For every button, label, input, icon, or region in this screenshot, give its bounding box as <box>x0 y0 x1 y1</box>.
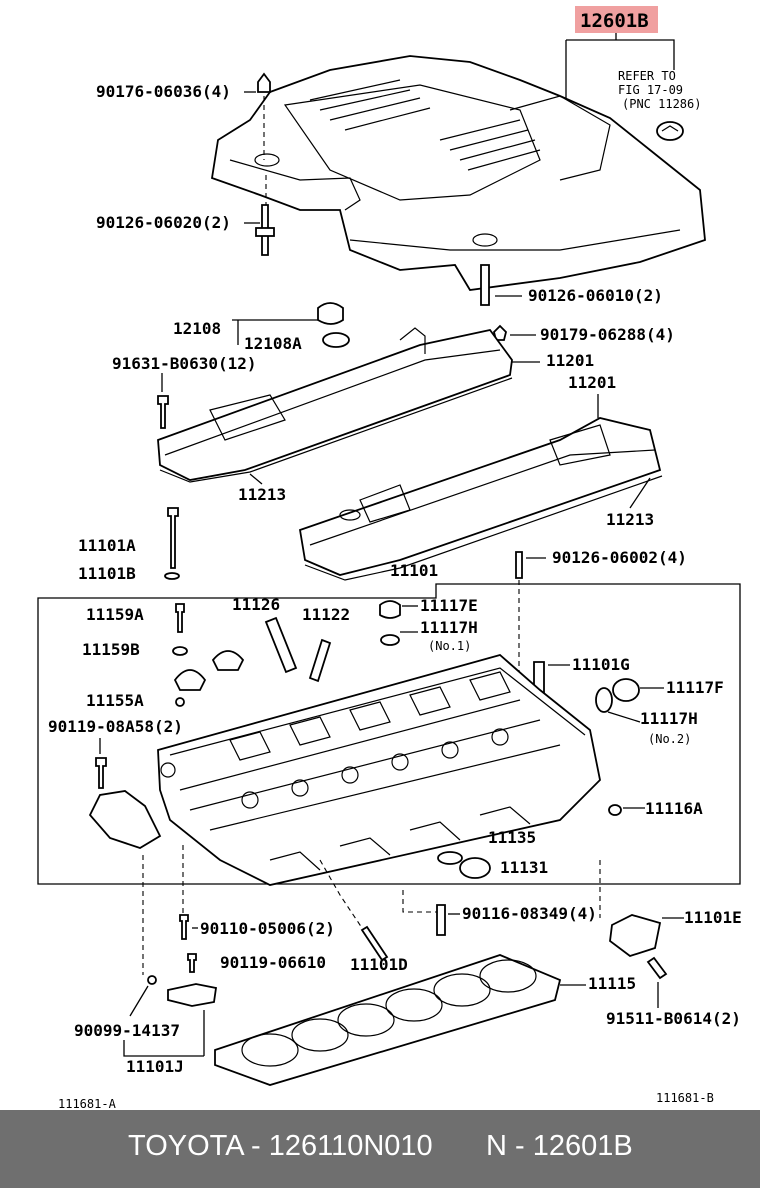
label-90126-06002[interactable]: 90126-06002(4) <box>552 548 687 567</box>
pin-11101d-icon <box>360 925 389 962</box>
label-90099-14137[interactable]: 90099-14137 <box>74 1021 180 1040</box>
stud-90126-06002-icon <box>515 551 523 579</box>
engine-cover-drawing <box>210 55 706 291</box>
sensor-11101e-icon <box>609 914 662 957</box>
label-12601b[interactable]: 12601B <box>580 10 649 32</box>
bolt-11101a-icon <box>167 507 179 569</box>
head-gasket-11115-drawing <box>214 954 562 1086</box>
label-12108a[interactable]: 12108A <box>244 334 302 353</box>
label-11201-upper[interactable]: 11201 <box>546 351 594 370</box>
oil-cap-gasket-icon <box>322 332 350 348</box>
cylinder-head-drawing <box>157 654 601 886</box>
label-11101[interactable]: 11101 <box>390 561 438 580</box>
bracket-icon <box>88 790 162 849</box>
valve-cover-lower-drawing <box>298 417 663 581</box>
label-90119-06610[interactable]: 90119-06610 <box>220 953 326 972</box>
plug-11117f-icon <box>612 678 640 702</box>
label-90116-08349[interactable]: 90116-08349(4) <box>462 904 597 923</box>
bolt-91511-icon <box>646 956 668 980</box>
valve-cover-upper-drawing <box>157 327 513 483</box>
seal-11131-icon <box>459 857 491 879</box>
plug-11117e-icon <box>379 600 401 619</box>
footer-reference: N - 12601B <box>486 1130 633 1162</box>
grommet-ref-icon <box>656 121 684 141</box>
footer-part-number: TOYOTA - 126110N010 <box>128 1130 433 1162</box>
oring-90099-icon <box>147 975 157 985</box>
cam-cap-2-icon <box>211 650 245 671</box>
seal-11116a-icon <box>608 804 622 816</box>
pin-11155a-icon <box>175 697 185 707</box>
bolt-90110-icon <box>179 914 189 940</box>
label-11122[interactable]: 11122 <box>302 605 350 624</box>
label-11201-lower[interactable]: 11201 <box>568 373 616 392</box>
figure-ref-left: 111681-A <box>58 1097 117 1110</box>
label-11101d[interactable]: 11101D <box>350 955 408 974</box>
label-90179-06288[interactable]: 90179-06288(4) <box>540 325 675 344</box>
label-11117f[interactable]: 11117F <box>666 678 724 697</box>
bolt-90119-06610-icon <box>187 953 197 973</box>
label-11135[interactable]: 11135 <box>488 828 536 847</box>
label-11101b[interactable]: 11101B <box>78 564 136 583</box>
label-no1: (No.1) <box>428 639 471 653</box>
stud-90126-06010-icon <box>480 264 490 306</box>
bolt-90116-icon <box>436 904 446 936</box>
label-11117h-no1[interactable]: 11117H <box>420 618 478 637</box>
label-11131[interactable]: 11131 <box>500 858 548 877</box>
refer-line3: (PNC 11286) <box>622 97 701 111</box>
plug-11117h-no1-icon <box>380 634 400 646</box>
bolt-11159a-icon <box>175 603 185 633</box>
washer-11159b-icon <box>172 646 188 656</box>
label-11117h-no2[interactable]: 11117H <box>640 709 698 728</box>
label-90110-05006[interactable]: 90110-05006(2) <box>200 919 335 938</box>
valve-guide-11126-icon <box>264 616 298 674</box>
refer-line2: FIG 17-09 <box>618 83 683 97</box>
oil-cap-icon <box>317 302 344 325</box>
label-11159a[interactable]: 11159A <box>86 605 144 624</box>
label-90126-06010[interactable]: 90126-06010(2) <box>528 286 663 305</box>
nut-90176-icon <box>257 72 271 93</box>
label-11101e[interactable]: 11101E <box>684 908 742 927</box>
cam-cap-icon <box>173 669 207 691</box>
label-90176-06036[interactable]: 90176-06036(4) <box>96 82 231 101</box>
label-11213-lower[interactable]: 11213 <box>606 510 654 529</box>
gasket-11117h-no2-icon <box>595 687 613 713</box>
label-11101g[interactable]: 11101G <box>572 655 630 674</box>
washer-11101b-icon <box>164 572 180 580</box>
label-11213-upper[interactable]: 11213 <box>238 485 286 504</box>
assembly-frame <box>37 583 741 885</box>
parts-diagram: 12601B REFER TO FIG 17-09 (PNC 11286) 90… <box>37 6 742 1110</box>
label-91631-b0630[interactable]: 91631-B0630(12) <box>112 354 257 373</box>
label-11101j[interactable]: 11101J <box>126 1057 184 1076</box>
label-90119-08a58[interactable]: 90119-08A58(2) <box>48 717 183 736</box>
figure-ref-right: 111681-B <box>656 1091 714 1105</box>
label-11115[interactable]: 11115 <box>588 974 636 993</box>
label-11116a[interactable]: 11116A <box>645 799 703 818</box>
label-11101a[interactable]: 11101A <box>78 536 136 555</box>
bolt-91631-icon <box>157 395 169 429</box>
label-11126[interactable]: 11126 <box>232 595 280 614</box>
label-12108[interactable]: 12108 <box>173 319 221 338</box>
label-no2: (No.2) <box>648 732 691 746</box>
refer-line1: REFER TO <box>618 69 676 83</box>
highlight-box <box>575 6 658 33</box>
label-11155a[interactable]: 11155A <box>86 691 144 710</box>
label-11117e[interactable]: 11117E <box>420 596 478 615</box>
label-11159b[interactable]: 11159B <box>82 640 140 659</box>
seal-11135-icon <box>437 851 463 865</box>
footer-bar: TOYOTA - 126110N010 N - 12601B <box>0 1110 760 1188</box>
valve-guide-11122-icon <box>308 638 332 683</box>
label-90126-06020[interactable]: 90126-06020(2) <box>96 213 231 232</box>
bolt-90119-08a58-icon <box>95 757 107 789</box>
label-91511-b0614[interactable]: 91511-B0614(2) <box>606 1009 741 1028</box>
valve-11101j-icon <box>167 983 218 1007</box>
